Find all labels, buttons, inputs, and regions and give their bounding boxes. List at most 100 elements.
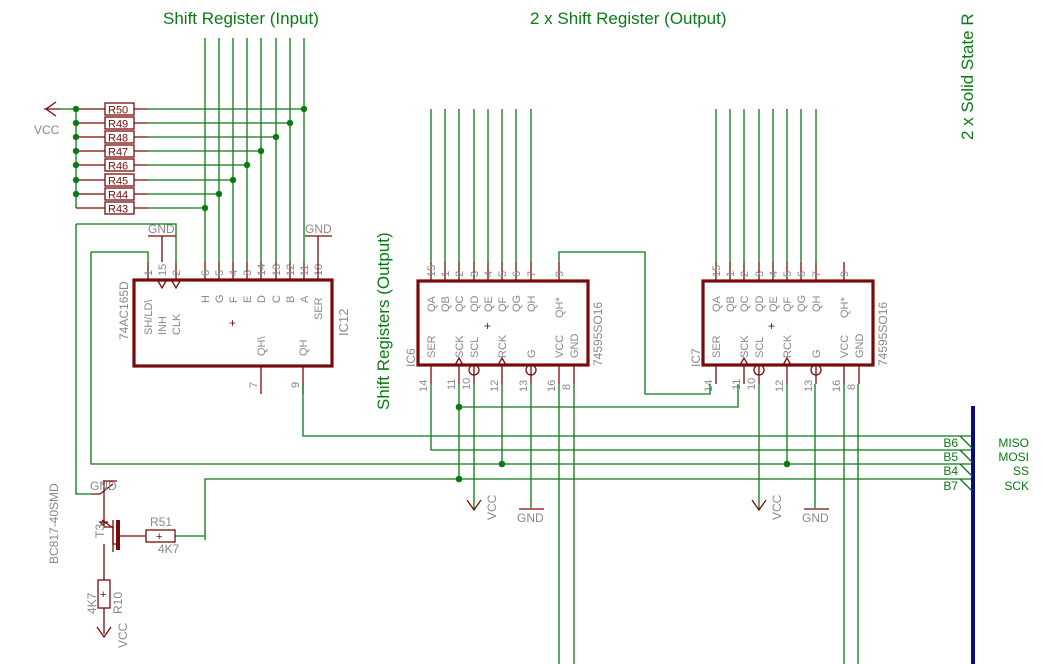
wire-b6-miso	[302, 384, 972, 437]
wire-clk-down	[75, 224, 91, 495]
ic12-pin-number: 9	[290, 382, 302, 388]
ic7-pin-number: 8	[846, 384, 858, 390]
ic12-pin-label: D	[256, 295, 268, 303]
ic6-pin-label: SER	[426, 335, 438, 358]
bus-entry	[959, 478, 973, 492]
ic12-pin-label: QH\	[256, 336, 268, 357]
ic12-pin-number: 6	[200, 270, 212, 276]
ic12-value: 74AC165D	[117, 281, 131, 340]
ic6-pin-label: QC	[454, 295, 466, 312]
pullup-resistor-body	[104, 173, 135, 187]
ic7-pin-number: 16	[831, 380, 843, 392]
ic6-pin-label: QA	[426, 295, 438, 312]
ic6-pin-label: QH*	[554, 297, 566, 319]
ic7-pin-number: 13	[803, 380, 815, 392]
ic6-pin-number: 2	[454, 271, 466, 277]
pullup-resistor-name: R48	[108, 133, 128, 145]
gnd-label-ic12-ser: GND	[305, 222, 332, 236]
junction	[455, 475, 463, 483]
ic7-pin-label: QA	[711, 295, 723, 312]
pullup-resistor-body	[104, 130, 135, 144]
bus-entry	[959, 435, 973, 449]
r51-name: R51	[150, 515, 172, 529]
ic7-pin-number: 7	[811, 271, 823, 277]
heading-output: 2 x Shift Register (Output)	[530, 9, 727, 28]
ic7-pin-label: SCL	[754, 337, 766, 358]
junction	[72, 105, 80, 113]
bus-signal-name: MISO	[998, 436, 1029, 450]
ic7-pin-label: QH*	[839, 297, 851, 319]
ic12-pin-label: G	[214, 294, 226, 303]
ic12-pin-number: 13	[271, 264, 283, 276]
junction	[783, 460, 791, 468]
wire-b4-ss	[430, 384, 972, 451]
inverter-bubble-icon	[753, 364, 765, 376]
inverter-bubble-icon	[810, 364, 822, 376]
gnd-label-ic6: GND	[517, 511, 544, 525]
ic7-pin-label: GND	[854, 334, 866, 359]
ic6-pin-number: 1	[440, 271, 452, 277]
ic7-pin-number: 5	[782, 271, 794, 277]
vcc-label-r10: VCC	[116, 622, 130, 648]
ic6-origin-mark: +	[484, 319, 491, 333]
ic6-pin-number: 4	[483, 271, 495, 277]
transistor-emitter	[104, 526, 118, 545]
ic7-pin-number: 15	[711, 265, 723, 277]
ic7-pin-number: 3	[754, 271, 766, 277]
r10-body	[97, 579, 111, 609]
ic7-pin-label: QC	[739, 295, 751, 312]
ic7-pin-label: QB	[725, 296, 737, 312]
ic12-pin-label: INH	[157, 316, 169, 335]
ic6-name: IC6	[404, 348, 418, 367]
ic6-pin-number: 16	[546, 380, 558, 392]
ic12-pin-label: E	[242, 296, 254, 303]
ic12-pin-number: 1	[143, 270, 155, 276]
bus-signal-name: MOSI	[998, 450, 1029, 464]
ic7-pin-label: QE	[768, 296, 780, 312]
vcc-label-ic7: VCC	[770, 494, 784, 520]
r51-body	[145, 529, 176, 543]
clock-pin-icon	[782, 356, 792, 366]
ic7-pins: 15QA1QB2QC3QD4QE5QF6QG7QH9QH*14SER11SCK1…	[703, 109, 866, 392]
junction	[72, 190, 80, 198]
ic7-name: IC7	[689, 348, 703, 367]
vcc-label-pullups: VCC	[34, 123, 60, 137]
gnd-symbol-ic12-inh	[148, 235, 176, 262]
gnd-label-ic7: GND	[802, 511, 829, 525]
ic12-pin-number: 2	[171, 270, 183, 276]
pullup-resistor-body	[104, 201, 135, 215]
ic12-pin-label: C	[271, 295, 283, 303]
ic6-pin-number: 3	[469, 271, 481, 277]
pullup-resistor-body	[104, 102, 135, 116]
vcc-arrow-icon	[751, 499, 767, 512]
gnd-symbol-ic12-ser	[305, 235, 332, 280]
junction	[455, 403, 463, 411]
ic12-pin-label: A	[299, 295, 311, 303]
ic6-value: 74595SO16	[591, 302, 605, 366]
ic6-pin-label: G	[526, 349, 538, 358]
wire-b5	[90, 252, 972, 465]
wire-sck-to-ic7	[459, 384, 739, 408]
ic6-pin-label: RCK	[497, 334, 509, 358]
bus-entry	[959, 463, 973, 477]
ic7-body	[701, 279, 875, 367]
ic6-pin-label: QE	[483, 296, 495, 312]
ic6-pin-label: QD	[469, 295, 481, 312]
ic7-pin-number: 6	[796, 271, 808, 277]
ic7-pin-number: 10	[746, 378, 758, 390]
t3-name: T3	[93, 524, 107, 538]
pullup-resistor-name: R47	[108, 147, 128, 159]
inverter-bubble-icon	[525, 364, 537, 376]
pullup-resistor-body	[104, 158, 135, 172]
r51-origin-mark: +	[156, 531, 162, 543]
ic6-pin-label: QG	[511, 295, 523, 312]
ic12-pin-label: CLK	[171, 313, 183, 335]
gnd-symbol-t3	[103, 480, 117, 524]
t3-value: BC817-40SMD	[47, 483, 61, 564]
pullup-resistor-body	[104, 116, 135, 130]
ic7-origin-mark: +	[768, 319, 775, 333]
junction	[72, 161, 80, 169]
bus-net-name: B6	[943, 436, 958, 450]
ic12-pin-label: SH/LD\	[143, 299, 155, 335]
